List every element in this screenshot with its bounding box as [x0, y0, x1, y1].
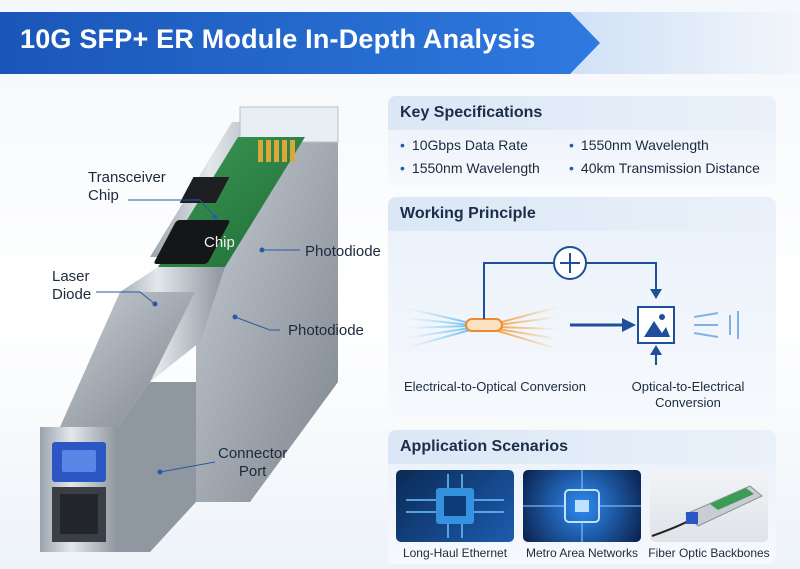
- chip-circuit-icon: [406, 474, 504, 538]
- optical-to-electrical-label: Optical-to-Electrical Conversion: [631, 379, 745, 410]
- sfp-module-icon: [651, 485, 763, 537]
- network-hub-icon: [523, 470, 641, 542]
- spec-item: 10Gbps Data Rate: [400, 137, 528, 153]
- spec-item: 40km Transmission Distance: [569, 160, 760, 176]
- working-principle-title: Working Principle: [400, 205, 536, 222]
- long-haul-ethernet-image: [396, 470, 514, 542]
- key-specs-panel: Key Specifications 10Gbps Data Rate 1550…: [388, 96, 776, 186]
- callout-laser-diode: Laser Diode: [52, 268, 92, 303]
- main-chip: [154, 220, 230, 264]
- application-scenarios-panel: Application Scenarios Long-Haul Ethernet…: [388, 430, 776, 564]
- spec-item: 1550nm Wavelength: [400, 160, 540, 176]
- working-principle-diagram: [405, 246, 739, 365]
- callout-connector-port: Connector Port: [218, 445, 288, 480]
- callout-photodiode-top: Photodiode: [305, 243, 381, 260]
- small-chip: [179, 177, 230, 203]
- callout-photodiode-mid: Photodiode: [288, 322, 364, 339]
- application-caption: Long-Haul Ethernet: [402, 546, 508, 560]
- panel-header: [388, 197, 776, 231]
- key-specs-title: Key Specifications: [400, 104, 543, 121]
- sfp-module-illustration: Chip Transceiver Chip Photodiode Laser D…: [0, 82, 390, 569]
- application-caption: Fiber Optic Backbones: [648, 546, 770, 560]
- title-banner: 10G SFP+ ER Module In-Depth Analysis: [0, 12, 800, 74]
- application-caption: Metro Area Networks: [525, 546, 639, 560]
- application-scenarios-title: Application Scenarios: [400, 438, 569, 455]
- spec-item: 1550nm Wavelength: [569, 137, 709, 153]
- panel-header: [388, 430, 776, 464]
- working-principle-panel: Working Principle: [388, 197, 776, 419]
- electrical-to-optical-label: Electrical-to-Optical Conversion: [403, 379, 587, 394]
- callout-transceiver-chip: Transceiver Chip: [88, 169, 166, 204]
- panel-header: [388, 96, 776, 130]
- banner-shape: [0, 12, 800, 74]
- fiber-optic-backbones-image: [650, 470, 768, 542]
- chip-text: Chip: [204, 234, 235, 251]
- metro-area-networks-image: [523, 470, 641, 542]
- laser-emitter-icon: [465, 318, 503, 332]
- page-title: 10G SFP+ ER Module In-Depth Analysis: [20, 24, 536, 54]
- sfp-module-drawing: Chip: [40, 106, 339, 552]
